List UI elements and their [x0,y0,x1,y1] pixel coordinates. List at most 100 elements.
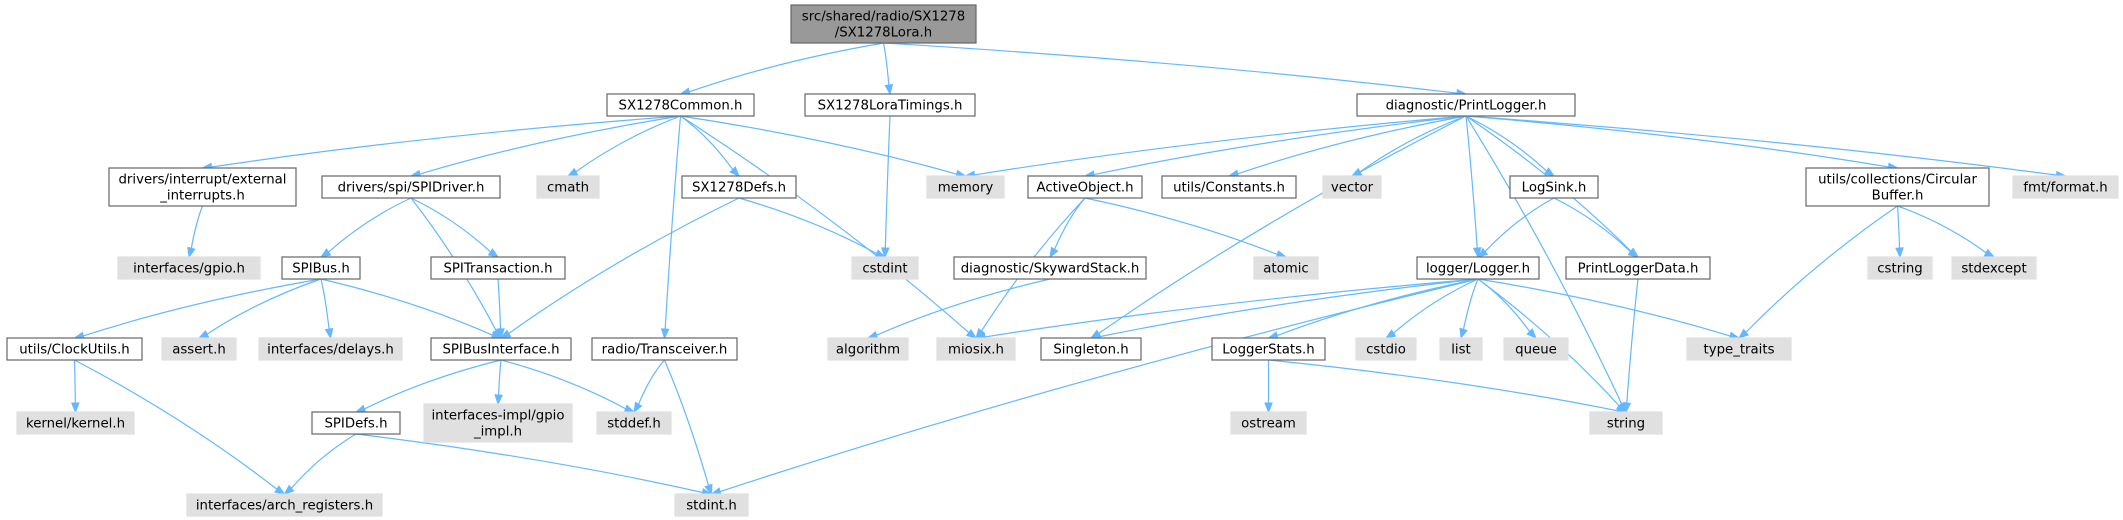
edge-spibus-to-delays [320,278,334,340]
edge-line [1477,278,1731,337]
node-sx1278common[interactable]: SX1278Common.h [606,93,755,117]
node-box [1867,256,1933,280]
node-logger[interactable]: logger/Logger.h [1416,256,1540,280]
edge-logger-to-singleton [1089,278,1479,341]
node-box [1253,256,1319,280]
arrowhead [319,248,332,258]
edge-line [575,115,681,173]
edge-line [1553,197,1632,253]
node-spibus[interactable]: SPIBus.h [281,256,361,280]
node-constants[interactable]: utils/Constants.h [1161,175,1297,199]
edge-printlogger-to-logsink [1465,115,1556,177]
node-box [430,256,566,280]
edge-line [738,197,877,255]
node-label: diagnostic/PrintLogger.h [1386,99,1547,114]
edge-line [719,278,1479,493]
node-external_interrupts[interactable]: drivers/interrupt/external_interrupts.h [108,167,297,207]
arrowhead [1459,327,1468,340]
node-box [1355,337,1417,361]
edge-activeobject-to-skywardstack [1049,197,1086,259]
edge-line [1465,115,1478,249]
node-box [1161,175,1297,199]
edge-sx1278common-to-spidriver [409,115,681,179]
node-singleton[interactable]: Singleton.h [1040,337,1142,361]
edge-printlogger-to-logger [1465,115,1482,259]
edge-line [1462,278,1479,330]
node-label: logger/Logger.h [1426,262,1530,277]
arrowhead [1526,328,1537,339]
edge-clockutils-to-kernel [70,359,80,414]
edge-spibus-to-asserth [197,278,322,339]
node-activeobject[interactable]: ActiveObject.h [1027,175,1143,199]
arrowhead [623,404,636,413]
node-label: SX1278LoraTimings.h [818,99,963,114]
node-box [681,175,797,199]
node-label: drivers/spi/SPIDriver.h [338,181,485,196]
edge-skywardstack-to-algorithm [866,278,1051,340]
node-box [1211,337,1326,361]
arrowhead [660,328,670,340]
edge-printlogger-to-constants [1227,115,1467,178]
node-spitransaction[interactable]: SPITransaction.h [430,256,566,280]
node-label: LogSink.h [1522,181,1587,196]
node-label: radio/Transceiver.h [602,343,728,358]
node-arch_registers: interfaces/arch_registers.h [186,493,383,517]
node-sx1278defs[interactable]: SX1278Defs.h [681,175,797,199]
node-box [1416,256,1540,280]
node-label: assert.h [172,343,226,358]
node-label: utils/collections/Circular [1818,173,1977,188]
edge-root-to-sx1278common [679,42,884,96]
edge-circularbuffer-to-stdexcept [1897,205,1996,258]
node-loggerstats[interactable]: LoggerStats.h [1211,337,1326,361]
node-box [1439,337,1483,361]
node-box [161,337,237,361]
node-cstring: cstring [1867,256,1933,280]
edge-sx1278defs-to-spibusinterface [499,197,740,339]
node-sx1278loratimings[interactable]: SX1278LoraTimings.h [804,93,976,117]
edge-line [211,115,681,168]
node-skywardstack[interactable]: diagnostic/SkywardStack.h [953,256,1147,280]
node-label: ostream [1241,417,1296,432]
node-box [536,175,600,199]
edge-circularbuffer-to-cstring [1895,205,1904,259]
node-box [674,493,749,517]
edge-line [74,359,278,490]
node-spidefs[interactable]: SPIDefs.h [311,411,401,435]
edge-line [1465,115,1889,168]
edge-line [680,115,970,334]
node-label: SPITransaction.h [443,262,552,277]
edge-line [1359,115,1467,173]
dependency-edges [70,42,2067,497]
arrowhead [965,328,978,339]
node-type_traits: type_traits [1686,337,1792,361]
node-label: stdint.h [686,499,737,514]
edge-line [883,42,1458,94]
edge-spibus-to-clockutils [73,278,322,341]
node-logsink[interactable]: LogSink.h [1509,175,1599,199]
edge-transceiver-to-stddef [633,359,665,414]
node-delays: interfaces/delays.h [258,337,403,361]
node-spidriver[interactable]: drivers/spi/SPIDriver.h [321,175,501,199]
edge-line [206,278,322,335]
edge-loggerstats-to-string [1268,359,1628,415]
node-label: cstdint [862,262,907,277]
edge-sx1278common-to-sx1278defs [680,115,740,177]
node-box [258,337,403,361]
node-clockutils[interactable]: utils/ClockUtils.h [6,337,143,361]
node-printloggerdata[interactable]: PrintLoggerData.h [1565,256,1711,280]
node-root[interactable]: src/shared/radio/SX1278/SX1278Lora.h [790,4,977,44]
edge-line [680,115,734,170]
node-spibusinterface[interactable]: SPIBusInterface.h [430,337,572,361]
edge-line [355,433,703,494]
node-transceiver[interactable]: radio/Transceiver.h [591,337,738,361]
edge-external_interrupts-to-gpio [187,205,204,259]
edge-line [364,359,502,410]
edge-logsink-to-printloggerdata [1553,197,1640,258]
node-printlogger[interactable]: diagnostic/PrintLogger.h [1356,93,1576,117]
edge-activeobject-to-atomic [1084,197,1288,259]
arrowhead [1983,248,1996,258]
edge-line [83,278,322,337]
edge-line [1084,197,1278,256]
edge-printloggerdata-to-string [1622,278,1639,414]
